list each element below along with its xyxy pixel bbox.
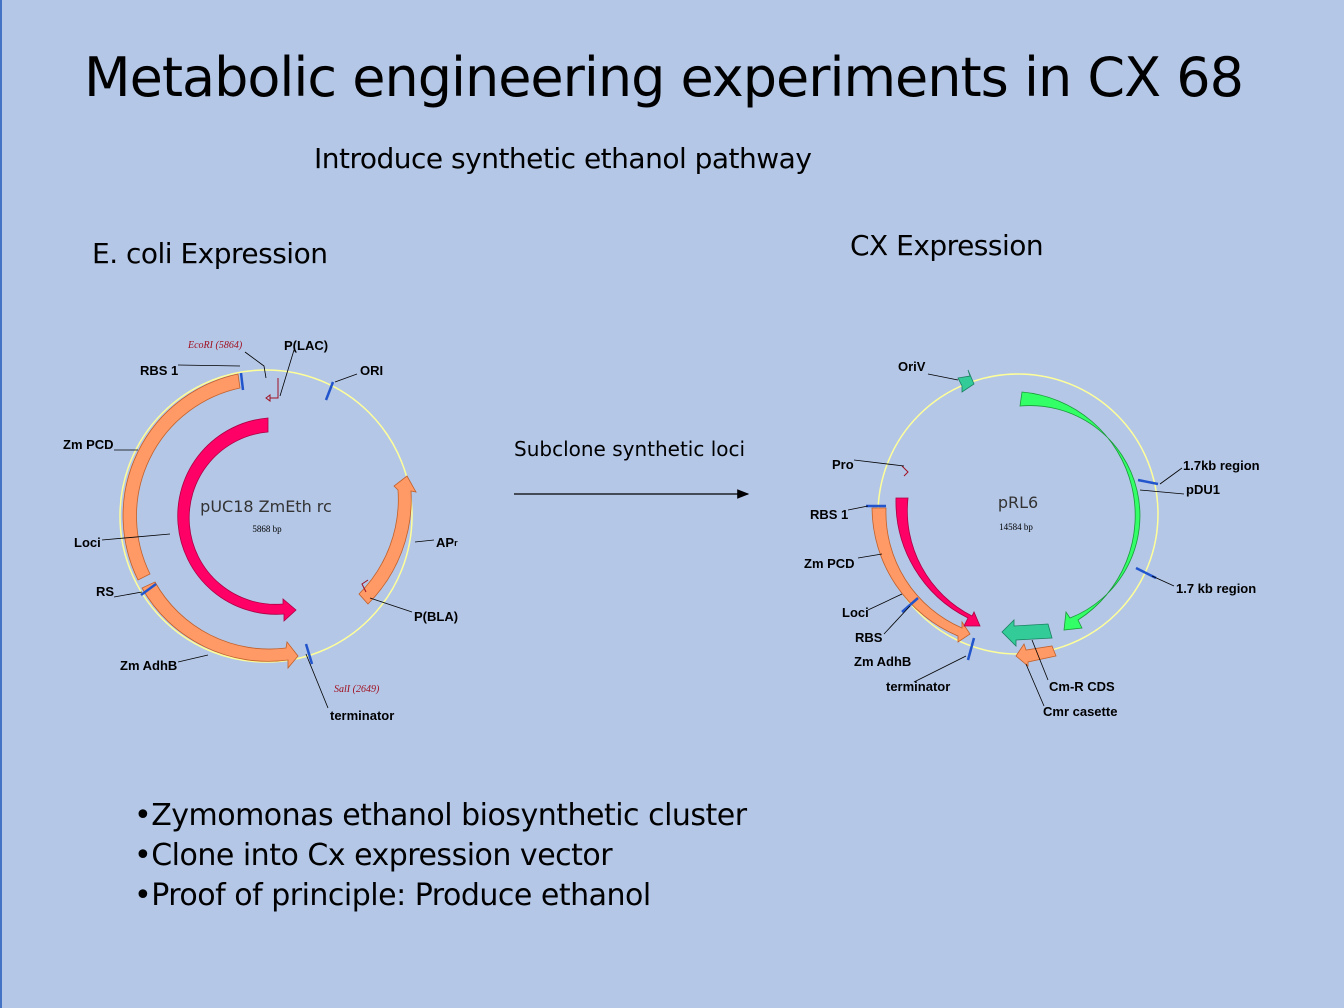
region2-label: 1.7 kb region xyxy=(1176,581,1256,596)
zmpcd-label: Zm PCD xyxy=(63,437,114,452)
plasmid-prl6: OriV Pro 1.7kb region pDU1 RBS 1 Zm PCD … xyxy=(804,359,1260,719)
ori-label: ORI xyxy=(360,363,383,378)
rbs1-marker xyxy=(239,372,245,391)
slide-subtitle: Introduce synthetic ethanol pathway xyxy=(314,142,812,175)
rs-label: RS xyxy=(96,584,114,599)
oriv-feature-arrow xyxy=(957,369,975,393)
apr-label: APr xyxy=(436,535,458,550)
terminator-marker xyxy=(304,643,314,665)
rbs1-label: RBS 1 xyxy=(140,363,178,378)
puc18-backbone xyxy=(119,369,413,663)
prl6-loci-label: Loci xyxy=(842,605,869,620)
bullet-item: •Zymomonas ethanol biosynthetic cluster xyxy=(134,798,747,833)
prl6-zmpcd-label: Zm PCD xyxy=(804,556,855,571)
prl6-rbs1-label: RBS 1 xyxy=(810,507,848,522)
ecori-site-label: EcoRI (5864) xyxy=(187,340,243,351)
pdu1-label: pDU1 xyxy=(1186,482,1220,497)
pbla-promoter-icon xyxy=(361,579,369,593)
apr-feature-arrow xyxy=(358,475,417,605)
ecoli-expression-heading: E. coli Expression xyxy=(92,237,328,270)
cmr-casette-label: Cmr casette xyxy=(1043,704,1117,719)
bullet-item: •Proof of principle: Produce ethanol xyxy=(134,878,651,913)
cmr-cds-feature-arrow xyxy=(1001,619,1053,647)
cmr-casette-feature-arrow xyxy=(1015,643,1057,667)
oriv-label: OriV xyxy=(898,359,926,374)
prl6-rbs-label: RBS xyxy=(855,630,883,645)
cmr-cds-label: Cm-R CDS xyxy=(1049,679,1115,694)
bullet-item: •Clone into Cx expression vector xyxy=(134,838,613,873)
cx-expression-heading: CX Expression xyxy=(850,229,1044,262)
region1-label: 1.7kb region xyxy=(1183,458,1260,473)
prl6-name: pRL6 xyxy=(998,493,1038,512)
prl6-terminator-marker xyxy=(966,637,976,661)
pro-label: Pro xyxy=(832,457,854,472)
prl6-zmpcd-feature-arrow xyxy=(871,507,971,643)
pbla-label: P(BLA) xyxy=(414,609,458,624)
plac-promoter-icon xyxy=(270,378,279,399)
ori-marker xyxy=(324,381,335,401)
prl6-zmadhb-label: Zm AdhB xyxy=(854,654,911,669)
prl6-loci-feature-arrow xyxy=(895,497,981,627)
bullet-list: •Zymomonas ethanol biosynthetic cluster … xyxy=(134,796,747,916)
terminator-label: terminator xyxy=(330,708,394,723)
slide-title: Metabolic engineering experiments in CX … xyxy=(84,46,1244,109)
plasmid-puc18: EcoRI (5864) P(LAC) RBS 1 ORI Zm PCD APr… xyxy=(63,338,458,723)
puc18-name: pUC18 ZmEth rc xyxy=(200,497,332,516)
zmadhb-feature-arrow xyxy=(141,581,299,670)
loci-label: Loci xyxy=(74,535,101,550)
pro-promoter-icon xyxy=(901,465,909,477)
prl6-rbs-marker xyxy=(901,597,919,613)
prl6-terminator-label: terminator xyxy=(886,679,950,694)
rs-marker xyxy=(140,582,157,597)
zmadhb-label: Zm AdhB xyxy=(120,658,177,673)
plac-label: P(LAC) xyxy=(284,338,328,353)
subclone-arrow-label: Subclone synthetic loci xyxy=(514,437,746,461)
sali-site-label: SalI (2649) xyxy=(334,684,380,695)
region1-marker xyxy=(1137,478,1159,486)
pdu1-feature-arrow xyxy=(1019,391,1141,631)
puc18-size: 5868 bp xyxy=(252,524,282,534)
zmpcd-feature-arrow xyxy=(122,373,241,581)
prl6-size: 14584 bp xyxy=(999,522,1033,532)
loci-feature-arrow xyxy=(177,417,297,622)
